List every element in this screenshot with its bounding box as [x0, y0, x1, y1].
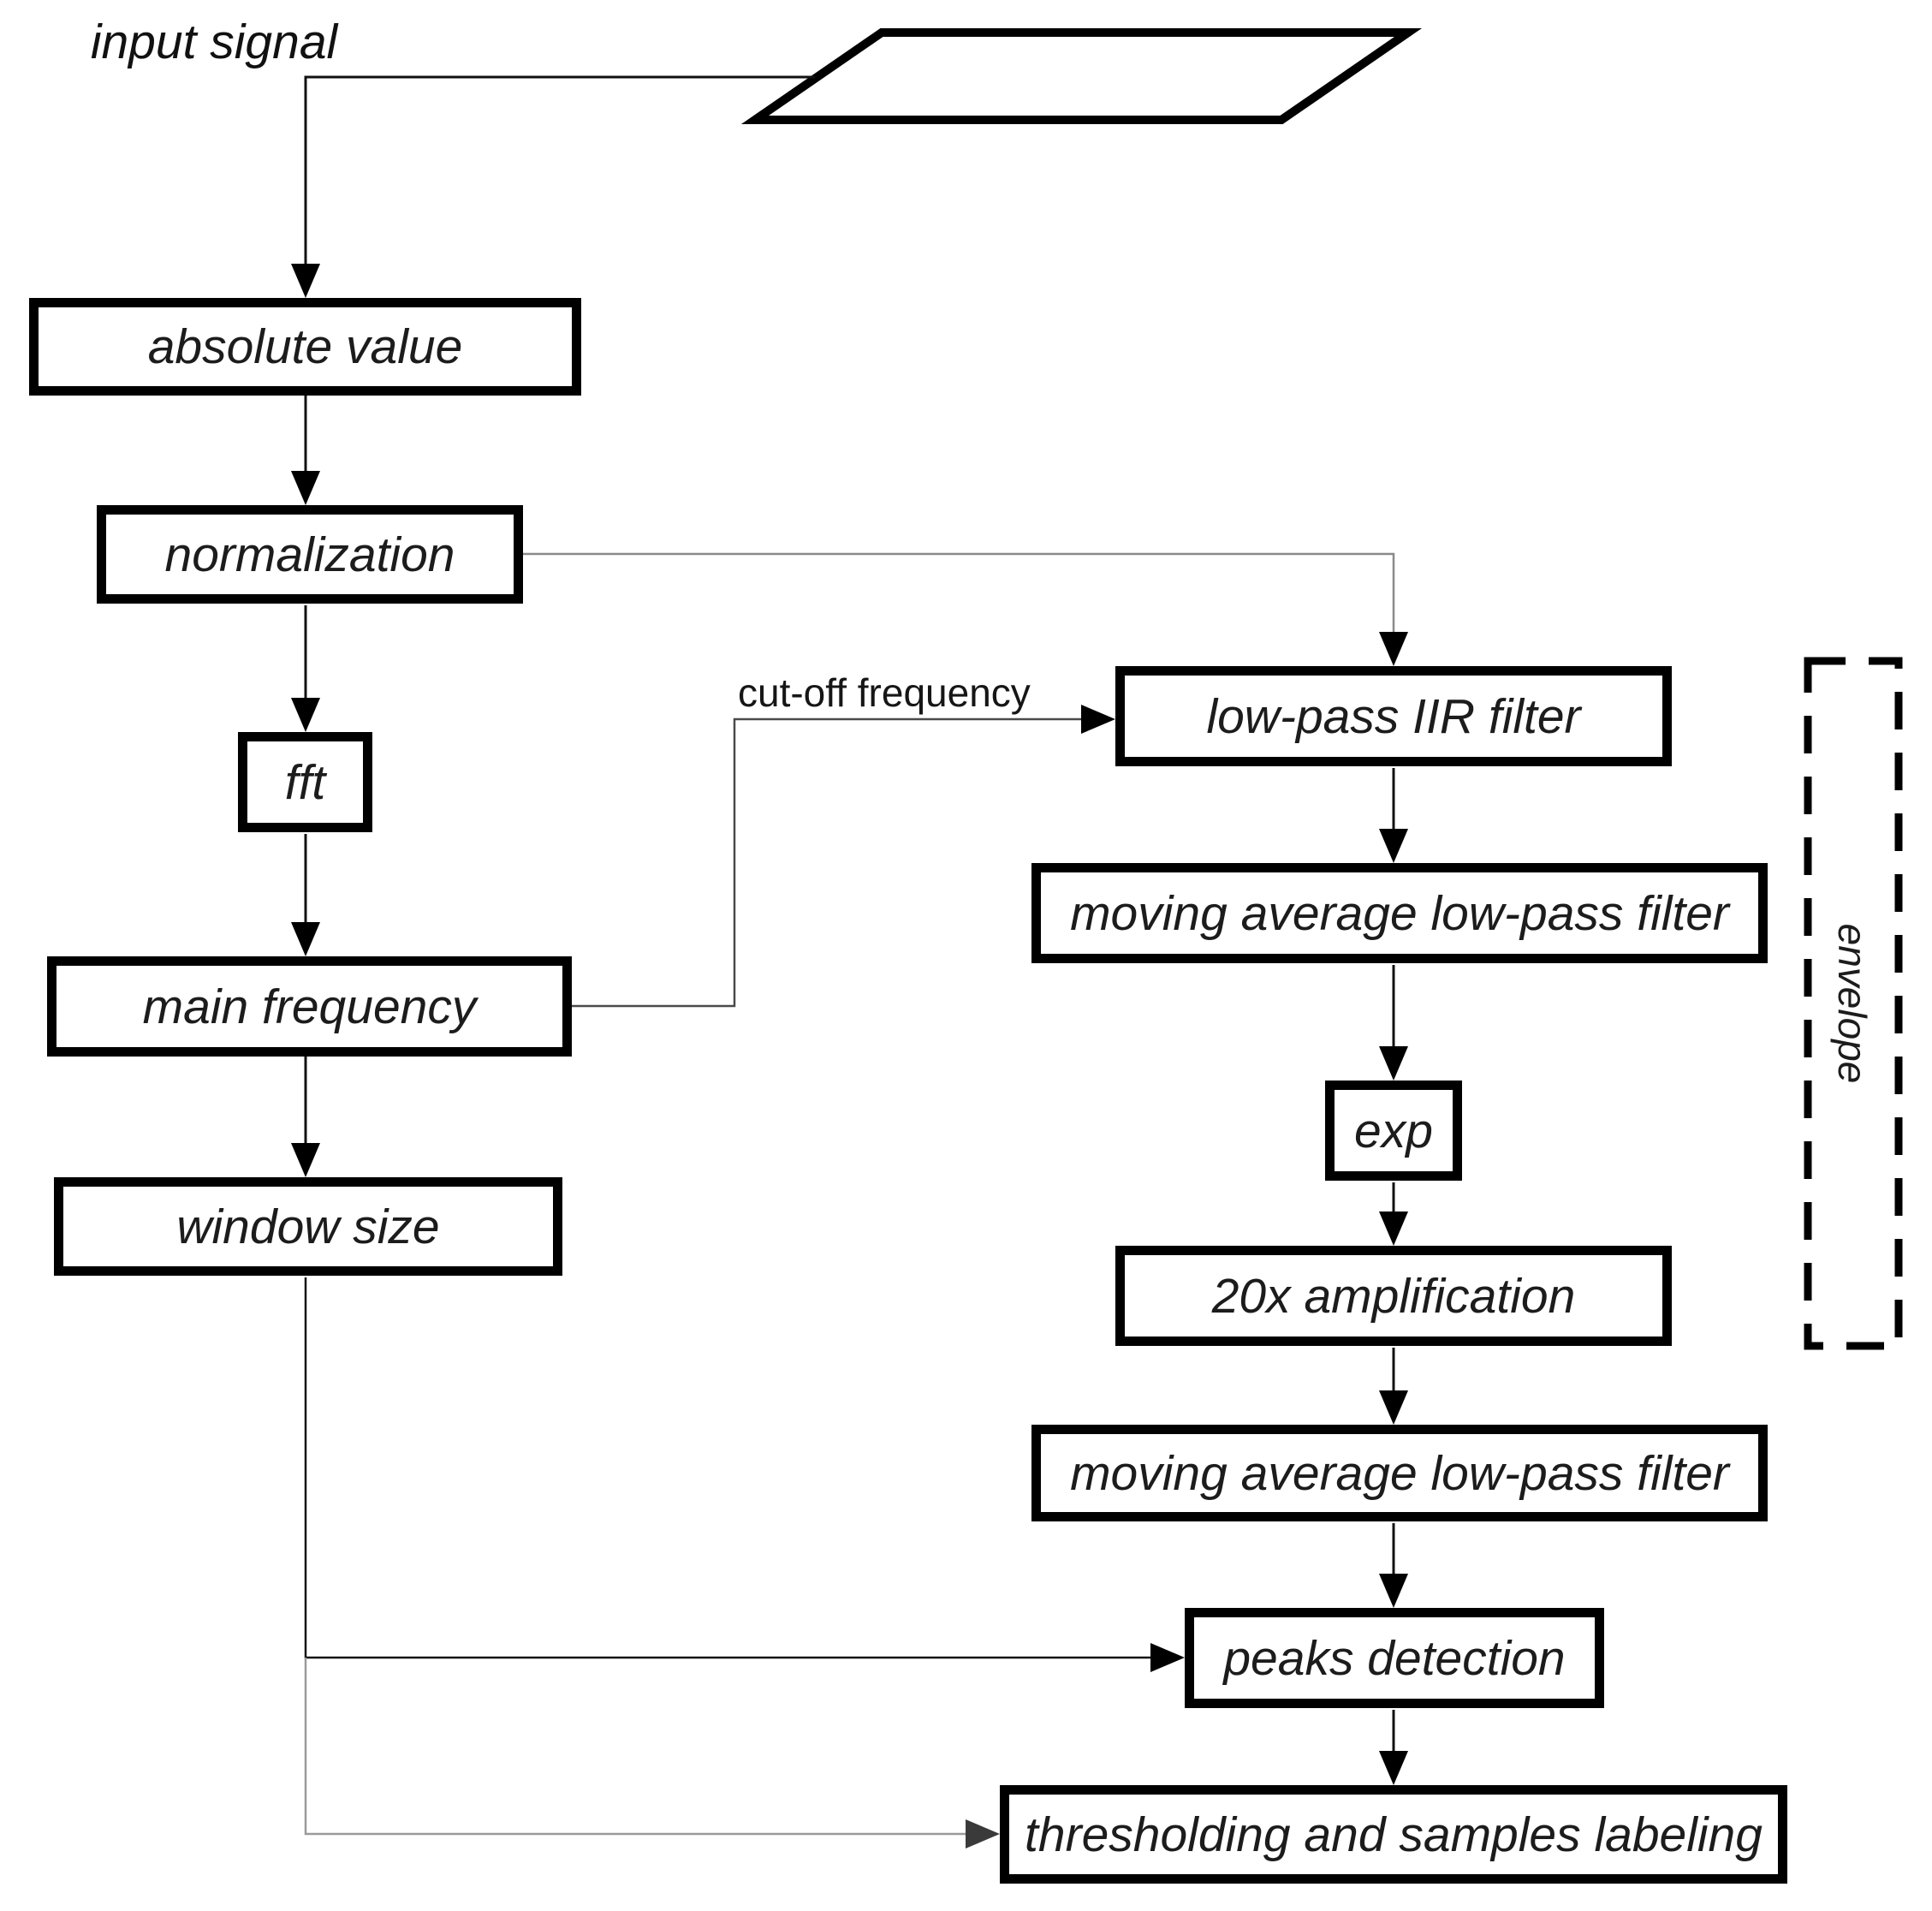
node-input-signal: input signal [90, 15, 338, 69]
connector-exp-to-amplification [1379, 1182, 1408, 1246]
connector-amplification-to-moving-avg-2 [1379, 1348, 1408, 1425]
node-absolute-value: absolute value [29, 298, 581, 396]
node-fft: fft [238, 732, 372, 832]
connector-peaks-to-thresholding [1379, 1710, 1408, 1785]
envelope-label: envelope [1830, 923, 1875, 1084]
connector-fft-to-main-frequency [291, 834, 320, 956]
node-peaks-detection: peaks detection [1185, 1608, 1604, 1708]
connector-window-size-to-thresholding [304, 1658, 1000, 1848]
connector-normalization-to-iir [523, 552, 1408, 666]
envelope-dashed-box [1804, 657, 1903, 1350]
node-20x-amplification: 20x amplification [1115, 1246, 1672, 1346]
node-exp: exp [1325, 1081, 1462, 1181]
node-moving-average-filter-2: moving average low-pass filter [1031, 1425, 1768, 1521]
connector-normalization-to-fft [291, 605, 320, 732]
connector-moving-avg-2-to-peaks [1379, 1523, 1408, 1608]
node-main-frequency: main frequency [47, 956, 572, 1057]
cutoff-frequency-label: cut-off frequency [738, 670, 1031, 715]
node-moving-average-filter-1: moving average low-pass filter [1031, 863, 1768, 963]
connector-moving-avg-1-to-exp [1379, 965, 1408, 1081]
input-signal-parallelogram [740, 28, 1423, 124]
connector-absolute-to-normalization [291, 396, 320, 505]
node-normalization: normalization [97, 505, 523, 604]
connector-input-to-absolute [291, 75, 815, 298]
connector-main-frequency-to-window-size [291, 1057, 320, 1177]
node-thresholding-labeling: thresholding and samples labeling [1000, 1785, 1787, 1884]
node-window-size: window size [54, 1177, 562, 1276]
connector-iir-to-moving-avg-1 [1379, 768, 1408, 863]
node-lowpass-iir-filter: low-pass IIR filter [1115, 666, 1672, 766]
connector-main-frequency-to-iir-cutoff [572, 705, 1115, 1008]
